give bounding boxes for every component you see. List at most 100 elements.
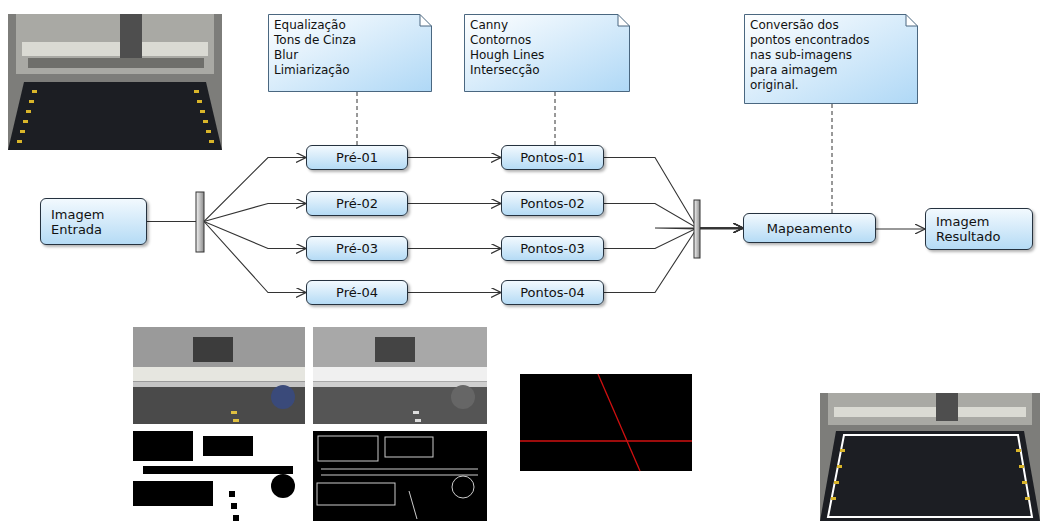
canny-thumbnail-part (317, 436, 478, 519)
flow-arrow (604, 158, 743, 229)
result-photo (820, 393, 1040, 521)
box-label: Pontos-02 (520, 196, 585, 211)
input-photo-part-part (197, 100, 202, 103)
canny-thumbnail-part-part (321, 469, 478, 470)
grayscale-thumbnail-part-part (413, 411, 419, 414)
result-photo-part (936, 393, 958, 421)
flow-arrow (408, 292, 501, 293)
grayscale-thumbnail-part (313, 327, 487, 424)
flow-arrow (147, 222, 306, 249)
note-outline (745, 15, 918, 104)
equalized-thumbnail-part-part (233, 419, 239, 422)
input-photo-part (8, 14, 222, 150)
input-photo-part-part (206, 130, 211, 133)
result-photo-part-part (1016, 449, 1021, 452)
canny-thumbnail-part-part (452, 476, 474, 498)
grayscale-thumbnail-part (451, 385, 475, 409)
result-photo-part (828, 435, 1032, 517)
threshold-thumbnail (133, 431, 305, 521)
fork-bar (196, 192, 204, 252)
input-photo-part-part (26, 110, 31, 113)
threshold-thumbnail-part (133, 481, 213, 506)
input-photo-part-part (203, 120, 208, 123)
input-photo-part-part (17, 140, 22, 143)
result-photo-part-part (837, 465, 842, 468)
canny-thumbnail (313, 431, 487, 521)
input-photo-part (17, 90, 214, 143)
result-photo-part (820, 393, 1040, 521)
input-photo-part (22, 42, 208, 56)
note-callout: Conversão dos pontos encontrados nas sub… (744, 14, 918, 104)
canny-thumbnail-part-part (317, 483, 395, 505)
process-box: Imagem Entrada (40, 198, 147, 245)
hough-lines-thumbnail (520, 374, 692, 471)
grayscale-thumbnail-part (313, 367, 487, 381)
process-box: Pré-02 (306, 191, 408, 216)
input-photo (8, 14, 222, 150)
grayscale-thumbnail-part (375, 337, 415, 362)
input-photo-part-part (32, 90, 37, 93)
note-text: Conversão dos pontos encontrados nas sub… (744, 14, 882, 93)
box-label: Pré-04 (336, 285, 378, 300)
hough-lines-thumbnail-part (520, 440, 692, 441)
input-photo-part (8, 82, 222, 150)
equalized-thumbnail-part (271, 385, 295, 409)
process-box: Pré-04 (306, 280, 408, 305)
hough-lines-thumbnail-part (520, 374, 692, 471)
join-bar (694, 200, 700, 258)
grayscale-thumbnail-part-part (415, 419, 421, 422)
note-callout: Equalização Tons de Cinza Blur Limiariza… (268, 14, 432, 92)
process-box: Pontos-03 (501, 236, 604, 261)
equalized-thumbnail-part (231, 411, 239, 422)
result-photo-part (820, 431, 1040, 521)
note-link (357, 92, 358, 145)
input-photo-part-part (23, 120, 28, 123)
equalized-thumbnail-part (133, 327, 305, 382)
grayscale-thumbnail-part (413, 411, 421, 422)
box-label: Mapeamento (767, 221, 852, 236)
note-text: Equalização Tons de Cinza Blur Limiariza… (268, 14, 372, 78)
result-photo-part-part (1022, 481, 1027, 484)
process-box: Pontos-01 (501, 145, 604, 170)
note-text: Canny Contornos Hough Lines Intersecção (464, 14, 568, 78)
box-label: Pré-01 (336, 150, 378, 165)
note-link (555, 92, 556, 145)
box-label: Imagem Entrada (51, 207, 123, 237)
canny-thumbnail-part (313, 431, 487, 521)
note-callout: Canny Contornos Hough Lines Intersecção (464, 14, 630, 92)
threshold-thumbnail-part (233, 515, 239, 521)
box-label: Pré-02 (336, 196, 378, 211)
result-photo-part-part (1019, 465, 1024, 468)
flow-arrow (408, 203, 501, 204)
flow-arrow (147, 204, 306, 222)
input-photo-part (16, 14, 214, 74)
input-photo-part-part (209, 140, 214, 143)
canny-thumbnail-part-part (409, 491, 417, 519)
canny-thumbnail-part-part (318, 436, 378, 461)
threshold-thumbnail-part (203, 436, 253, 456)
box-label: Imagem Resultado (936, 214, 1008, 244)
note-outline (269, 15, 432, 92)
box-label: Pontos-01 (520, 150, 585, 165)
equalized-thumbnail-part-part (231, 411, 237, 414)
threshold-thumbnail-part (231, 503, 237, 509)
input-photo-part (28, 58, 204, 68)
result-photo-part (828, 393, 1032, 425)
process-box: Imagem Resultado (925, 208, 1033, 250)
grayscale-thumbnail (313, 327, 487, 424)
input-photo-part-part (20, 130, 25, 133)
result-photo-part (834, 407, 1026, 417)
equalized-thumbnail-part (133, 367, 305, 381)
process-box: Pontos-04 (501, 280, 604, 305)
flow-arrow (147, 222, 306, 293)
threshold-thumbnail-part (133, 431, 305, 521)
flow-arrow (147, 158, 306, 222)
equalized-thumbnail-part (193, 337, 233, 362)
flow-arrow (604, 228, 743, 293)
box-label: Pontos-04 (520, 285, 585, 300)
box-label: Pontos-03 (520, 241, 585, 256)
equalized-thumbnail-part (133, 327, 305, 424)
flow-arrow (408, 248, 501, 249)
process-box: Pré-03 (306, 236, 408, 261)
